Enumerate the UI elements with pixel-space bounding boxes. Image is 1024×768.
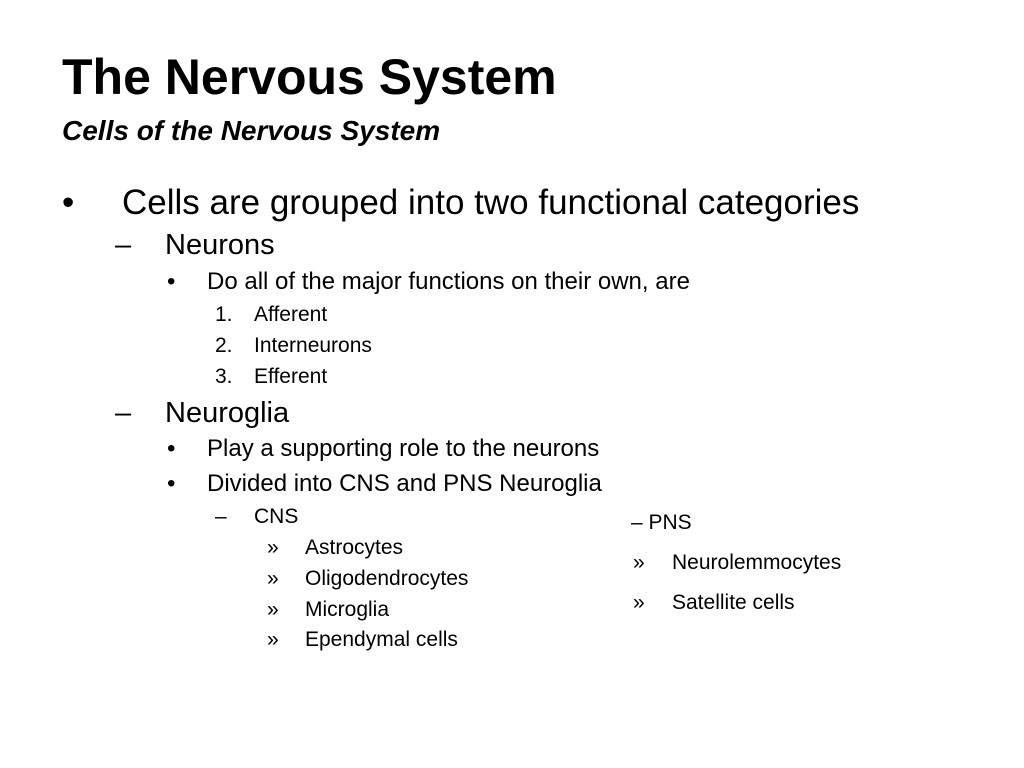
cns-item-microglia: Microglia	[305, 598, 390, 621]
cns-label: CNS	[254, 505, 299, 528]
pns-item-marker: »	[633, 551, 645, 574]
slide-subtitle: Cells of the Nervous System	[62, 115, 441, 146]
cns-item-ependymal: Ependymal cells	[305, 628, 458, 651]
bullet-marker: •	[62, 183, 75, 222]
neuron-type-number: 1.	[215, 303, 233, 326]
neuron-type-interneurons: Interneurons	[254, 334, 372, 357]
neurons-sub-marker: •	[167, 268, 176, 295]
neuroglia-label: Neuroglia	[165, 397, 290, 429]
neuron-type-efferent: Efferent	[254, 365, 328, 388]
neurons-sub-text: Do all of the major functions on their o…	[207, 268, 690, 295]
pns-label: – PNS	[631, 511, 692, 534]
cns-item-marker: »	[267, 628, 279, 651]
cns-item-marker: »	[267, 598, 279, 621]
neuroglia-point-marker: •	[167, 435, 176, 462]
neuroglia-point-marker: •	[167, 470, 176, 497]
pns-item-neurolemmocytes: Neurolemmocytes	[672, 551, 842, 574]
pns-item-satellite: Satellite cells	[672, 591, 795, 614]
neuron-type-number: 2.	[215, 334, 233, 357]
neuroglia-dash: –	[115, 397, 132, 429]
cns-item-marker: »	[267, 536, 279, 559]
neuroglia-point-supporting: Play a supporting role to the neurons	[207, 435, 600, 462]
cns-dash: –	[215, 505, 227, 528]
neuron-type-number: 3.	[215, 365, 233, 388]
neuroglia-point-divided: Divided into CNS and PNS Neuroglia	[207, 470, 602, 497]
neuron-type-afferent: Afferent	[254, 303, 328, 326]
neurons-dash: –	[115, 229, 132, 261]
cns-item-marker: »	[267, 567, 279, 590]
cns-item-oligodendrocytes: Oligodendrocytes	[305, 567, 469, 590]
neurons-label: Neurons	[165, 229, 275, 261]
bullet-main-text: Cells are grouped into two functional ca…	[122, 183, 860, 222]
cns-item-astrocytes: Astrocytes	[305, 536, 404, 559]
pns-item-marker: »	[633, 591, 645, 614]
slide-title: The Nervous System	[62, 49, 557, 105]
